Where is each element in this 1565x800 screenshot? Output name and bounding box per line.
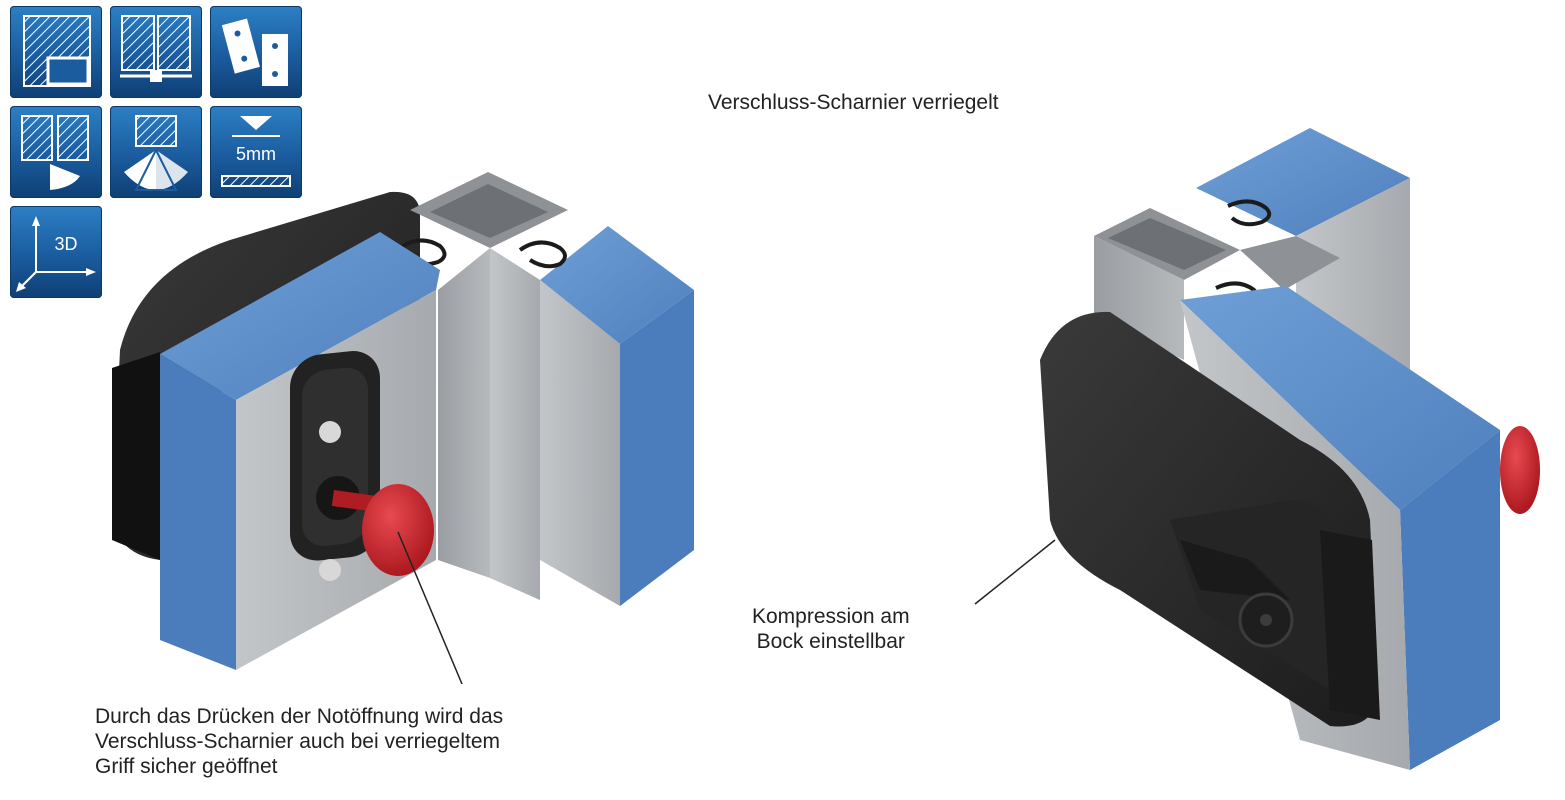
annotation-emergency-release: Durch das Drücken der Notöffnung wird da…	[95, 704, 503, 779]
left-hinge-assembly	[112, 172, 694, 685]
hinge-plates-icon	[221, 18, 288, 86]
annotation-compression: Kompression am Bock einstellbar	[752, 604, 910, 654]
right-hinge-assembly	[974, 128, 1540, 770]
page-title: Verschluss-Scharnier verriegelt	[708, 91, 999, 114]
panel-with-window-icon	[23, 15, 91, 87]
feature-tile-3d: 3D	[10, 206, 102, 298]
feature-tile-thickness: 5mm	[210, 106, 302, 198]
annotation-line: Bock einstellbar	[756, 630, 905, 653]
3d-adjustment-icon	[16, 216, 96, 292]
panel-thickness-icon	[221, 116, 291, 187]
annotation-line: Durch das Drücken der Notöffnung wird da…	[95, 705, 504, 728]
3d-label: 3D	[54, 234, 78, 254]
annotation-line: Griff sicher geöffnet	[95, 755, 278, 778]
feature-tile-bidirectional	[110, 106, 202, 198]
feature-tile-panel-window	[10, 6, 102, 98]
annotation-line: Verschluss-Scharnier auch bei verriegelt…	[95, 730, 501, 753]
bidirectional-swing-icon	[124, 115, 188, 191]
feature-tile-door-swing	[10, 106, 102, 198]
thickness-label: 5mm	[236, 144, 276, 164]
emergency-release-button	[362, 484, 434, 576]
annotation-line: Kompression am	[752, 605, 910, 628]
feature-tile-hinge-plates	[210, 6, 302, 98]
door-swing-icon	[21, 115, 89, 190]
feature-tile-double-panel	[110, 6, 202, 98]
double-panel-hinge-icon	[120, 15, 192, 82]
